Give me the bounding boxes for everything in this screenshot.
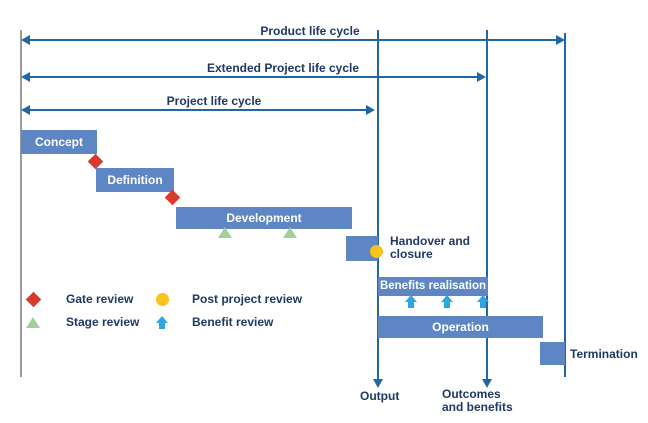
stage-review-icon [283,227,297,238]
gate-review-icon [87,153,104,170]
post-project-review-icon [370,245,383,258]
project-life-cycle-label: Project life cycle [166,94,262,108]
arrow-stem [480,301,486,308]
arrow-head [405,295,417,302]
legend-post-project-review-label: Post project review [192,292,303,306]
start-boundary-line [20,30,22,377]
handover-label: Handover and closure [390,234,471,261]
end-boundary-line [564,33,566,377]
extended-project-life-cycle-arrow [21,72,486,82]
legend-gate-review-icon [25,291,42,308]
gate-review-icon [164,189,181,206]
phase-bar-benefits-realisation: Benefits realisation [378,277,488,296]
arrow-stem [159,322,165,329]
legend-stage-review-icon [26,317,40,328]
product-life-cycle-label: Product life cycle [260,24,360,38]
arrow-head [477,295,489,302]
arrow-head [441,295,453,302]
phase-bar-development: Development [176,207,352,229]
phase-bar-termination [540,342,565,365]
legend-gate-review-label: Gate review [66,292,134,306]
legend-benefit-review-icon [156,316,168,329]
benefit-review-icon [441,295,453,308]
arrow-head [156,316,168,323]
output-boundary-line [373,30,383,388]
product-life-cycle-arrow [21,35,565,45]
project-life-cycle-arrow [21,105,375,115]
phase-bar-concept: Concept [21,130,97,154]
phase-bar-operation: Operation [378,316,543,338]
phase-bar-definition: Definition [96,168,174,192]
outcomes-and-benefits-label: Outcomes and benefits [442,387,513,414]
legend-benefit-review-label: Benefit review [192,315,274,329]
arrow-stem [408,301,414,308]
legend-post-project-review-icon [156,293,169,306]
outcomes-boundary-line [482,30,492,388]
benefit-review-icon [477,295,489,308]
stage-review-icon [218,227,232,238]
extended-project-life-cycle-label: Extended Project life cycle [206,61,360,75]
termination-label: Termination [570,347,638,361]
arrow-stem [444,301,450,308]
benefit-review-icon [405,295,417,308]
legend-stage-review-label: Stage review [66,315,140,329]
output-label: Output [360,389,400,403]
